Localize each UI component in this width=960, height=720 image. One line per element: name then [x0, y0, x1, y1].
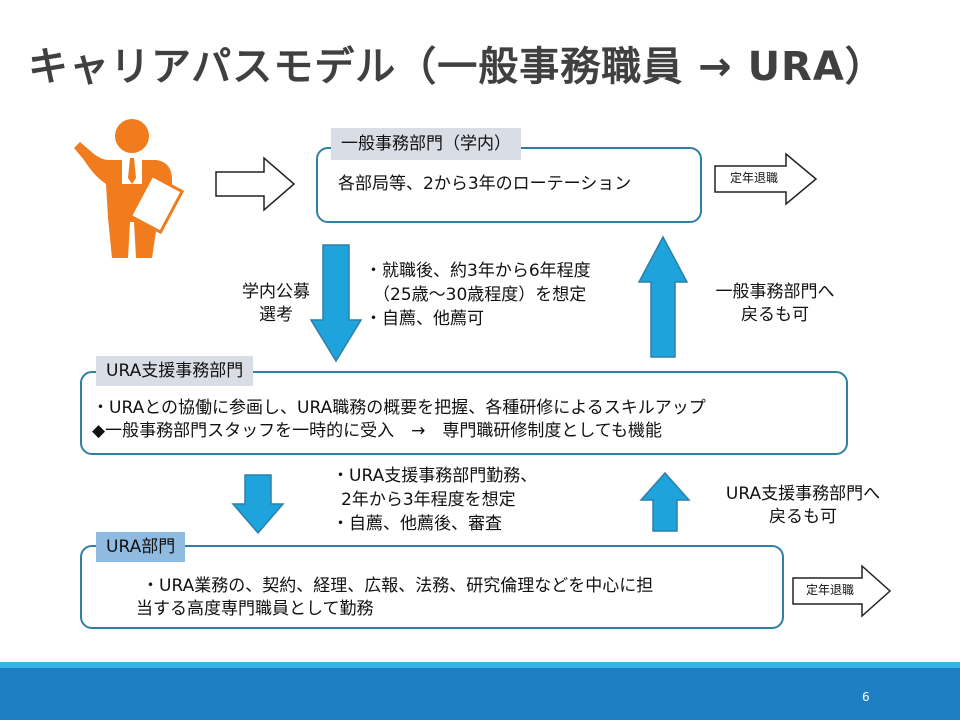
footer-accent-line [0, 662, 960, 668]
ura-line-1: ・URA業務の、契約、経理、広報、法務、研究倫理などを中心に担 [142, 576, 654, 596]
general-department-desc: 各部局等、2から3年のローテーション [338, 174, 632, 194]
person-with-document-icon [74, 119, 185, 258]
step1-note-3: ・自薦、他薦可 [365, 309, 484, 329]
page-number: 6 [862, 690, 870, 704]
step1-note-2: （25歳～30歳程度）を想定 [373, 285, 587, 305]
step1-note-1: ・就職後、約3年から6年程度 [365, 261, 591, 281]
retire-label-2: 定年退職 [806, 583, 855, 597]
step2-note-2: 2年から3年程度を想定 [341, 490, 516, 510]
step2-note-3: ・自薦、他薦後、審査 [332, 514, 502, 534]
down-arrow-icon [309, 244, 363, 363]
support-department-tag: URA支援事務部門 [96, 356, 254, 386]
step2-return-label-2: 戻るも可 [769, 507, 837, 527]
step1-left-label-1: 学内公募 [242, 282, 310, 302]
step2-return-label-1: URA支援事務部門へ [725, 484, 881, 504]
up-arrow-icon [637, 235, 689, 358]
footer-bar [0, 668, 960, 720]
step1-return-label-1: 一般事務部門へ [715, 282, 835, 302]
ura-department-box [80, 545, 784, 629]
ura-department-tag: URA部門 [96, 532, 186, 562]
retire-arrow-icon [792, 564, 892, 618]
ura-line-2: 当する高度専門職員として勤務 [136, 599, 374, 619]
down-arrow-icon [231, 474, 285, 535]
support-line-1: ・URAとの協働に参画し、URA職務の概要を把握、各種研修によるスキルアップ [92, 398, 706, 418]
support-line-2: ◆一般事務部門スタッフを一時的に受入 → 専門職研修制度としても機能 [92, 421, 662, 441]
page-title: キャリアパスモデル（一般事務職員 → URA） [28, 44, 886, 90]
block-arrow-icon [215, 156, 296, 212]
retire-label-1: 定年退職 [730, 171, 779, 185]
retire-arrow-icon [714, 152, 818, 206]
up-arrow-icon [639, 471, 691, 532]
step2-note-1: ・URA支援事務部門勤務、 [332, 466, 538, 486]
step1-left-label-2: 選考 [259, 305, 293, 325]
step1-return-label-2: 戻るも可 [741, 305, 809, 325]
general-department-tag: 一般事務部門（学内） [331, 128, 521, 160]
